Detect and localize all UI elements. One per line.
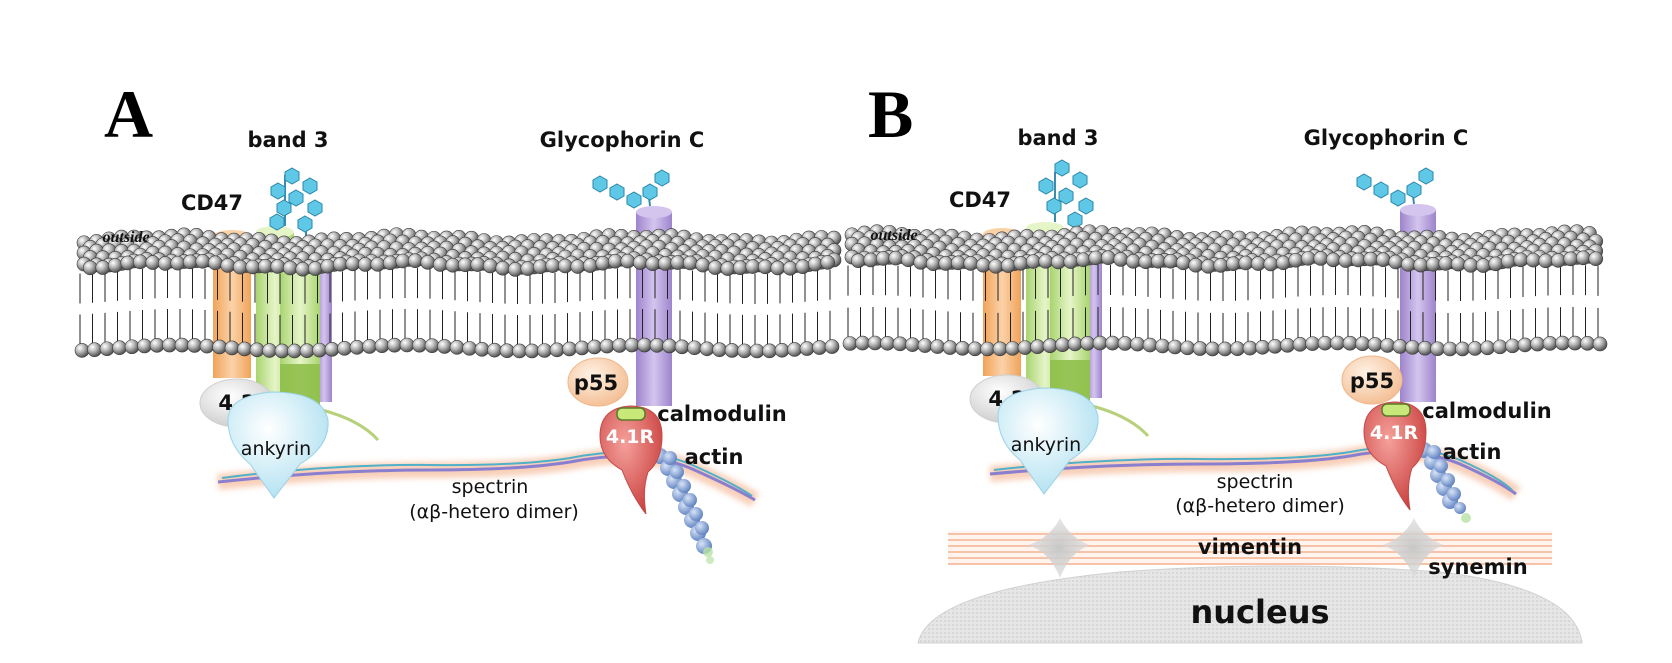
spectrin-filament	[989, 443, 1521, 501]
actin-label: actin	[685, 445, 744, 469]
glycophorin-c-label: Glycophorin C	[540, 128, 705, 152]
p55-label: p55	[1350, 369, 1394, 393]
actin-label: actin	[1443, 440, 1502, 464]
cd47-label: CD47	[949, 188, 1011, 212]
lipid-bilayer	[842, 224, 1608, 357]
p55-protein: p55	[567, 357, 629, 407]
lipid-bilayer	[74, 227, 842, 359]
spectrin-filament	[217, 448, 760, 507]
band3-label: band 3	[1017, 126, 1098, 150]
spectrin-dimer-label: (αβ-hetero dimer)	[409, 501, 579, 523]
ankyrin-label: ankyrin	[1011, 434, 1081, 456]
nucleus-label: nucleus	[1190, 593, 1329, 631]
panel-b-labels: band 3 Glycophorin C CD47 outside calmod…	[870, 126, 1551, 631]
nucleus	[917, 565, 1583, 644]
protein-4-1r-label: 4.1R	[1370, 422, 1419, 444]
panel-a-labels: band 3 Glycophorin C CD47 outside calmod…	[102, 128, 786, 523]
band3-glycan	[269, 167, 323, 236]
outside-label: outside	[102, 229, 149, 246]
panel-b-cytoskeleton: 4.2 ankyrin p55 4.1R	[969, 355, 1521, 523]
p55-protein: p55	[1341, 355, 1403, 405]
band3-label: band 3	[247, 128, 328, 152]
panel-a: A	[74, 76, 842, 442]
spectrin-label: spectrin	[1217, 471, 1294, 493]
calmodulin-label: calmodulin	[657, 402, 786, 426]
band3-glycan	[1038, 159, 1094, 232]
glycophorin-c-label: Glycophorin C	[1304, 126, 1469, 150]
synemin-crosslink	[1028, 518, 1444, 578]
ankyrin-label: ankyrin	[241, 438, 311, 460]
actin-filament	[652, 448, 714, 564]
spectrin-dimer-label: (αβ-hetero dimer)	[1175, 495, 1345, 517]
p55-label: p55	[574, 371, 618, 395]
vimentin-label: vimentin	[1198, 535, 1302, 559]
calmodulin-label: calmodulin	[1422, 399, 1551, 423]
outside-label: outside	[870, 227, 917, 244]
panel-b: B	[842, 76, 1608, 644]
cd47-label: CD47	[181, 191, 243, 215]
ankyrin: ankyrin	[997, 387, 1099, 495]
panel-a-cytoskeleton: 4.2 ankyrin p55 4.1R	[199, 357, 760, 564]
panel-letter: A	[104, 76, 153, 152]
panel-letter: B	[868, 76, 913, 152]
ankyrin: ankyrin	[227, 391, 329, 499]
synemin-label: synemin	[1428, 555, 1527, 579]
calmodulin	[616, 407, 646, 421]
protein-4-1r-label: 4.1R	[606, 426, 655, 448]
calmodulin	[1381, 403, 1411, 417]
spectrin-label: spectrin	[452, 476, 529, 498]
protein-4-1r: 4.1R	[1363, 401, 1427, 511]
protein-4-1r: 4.1R	[599, 405, 663, 515]
